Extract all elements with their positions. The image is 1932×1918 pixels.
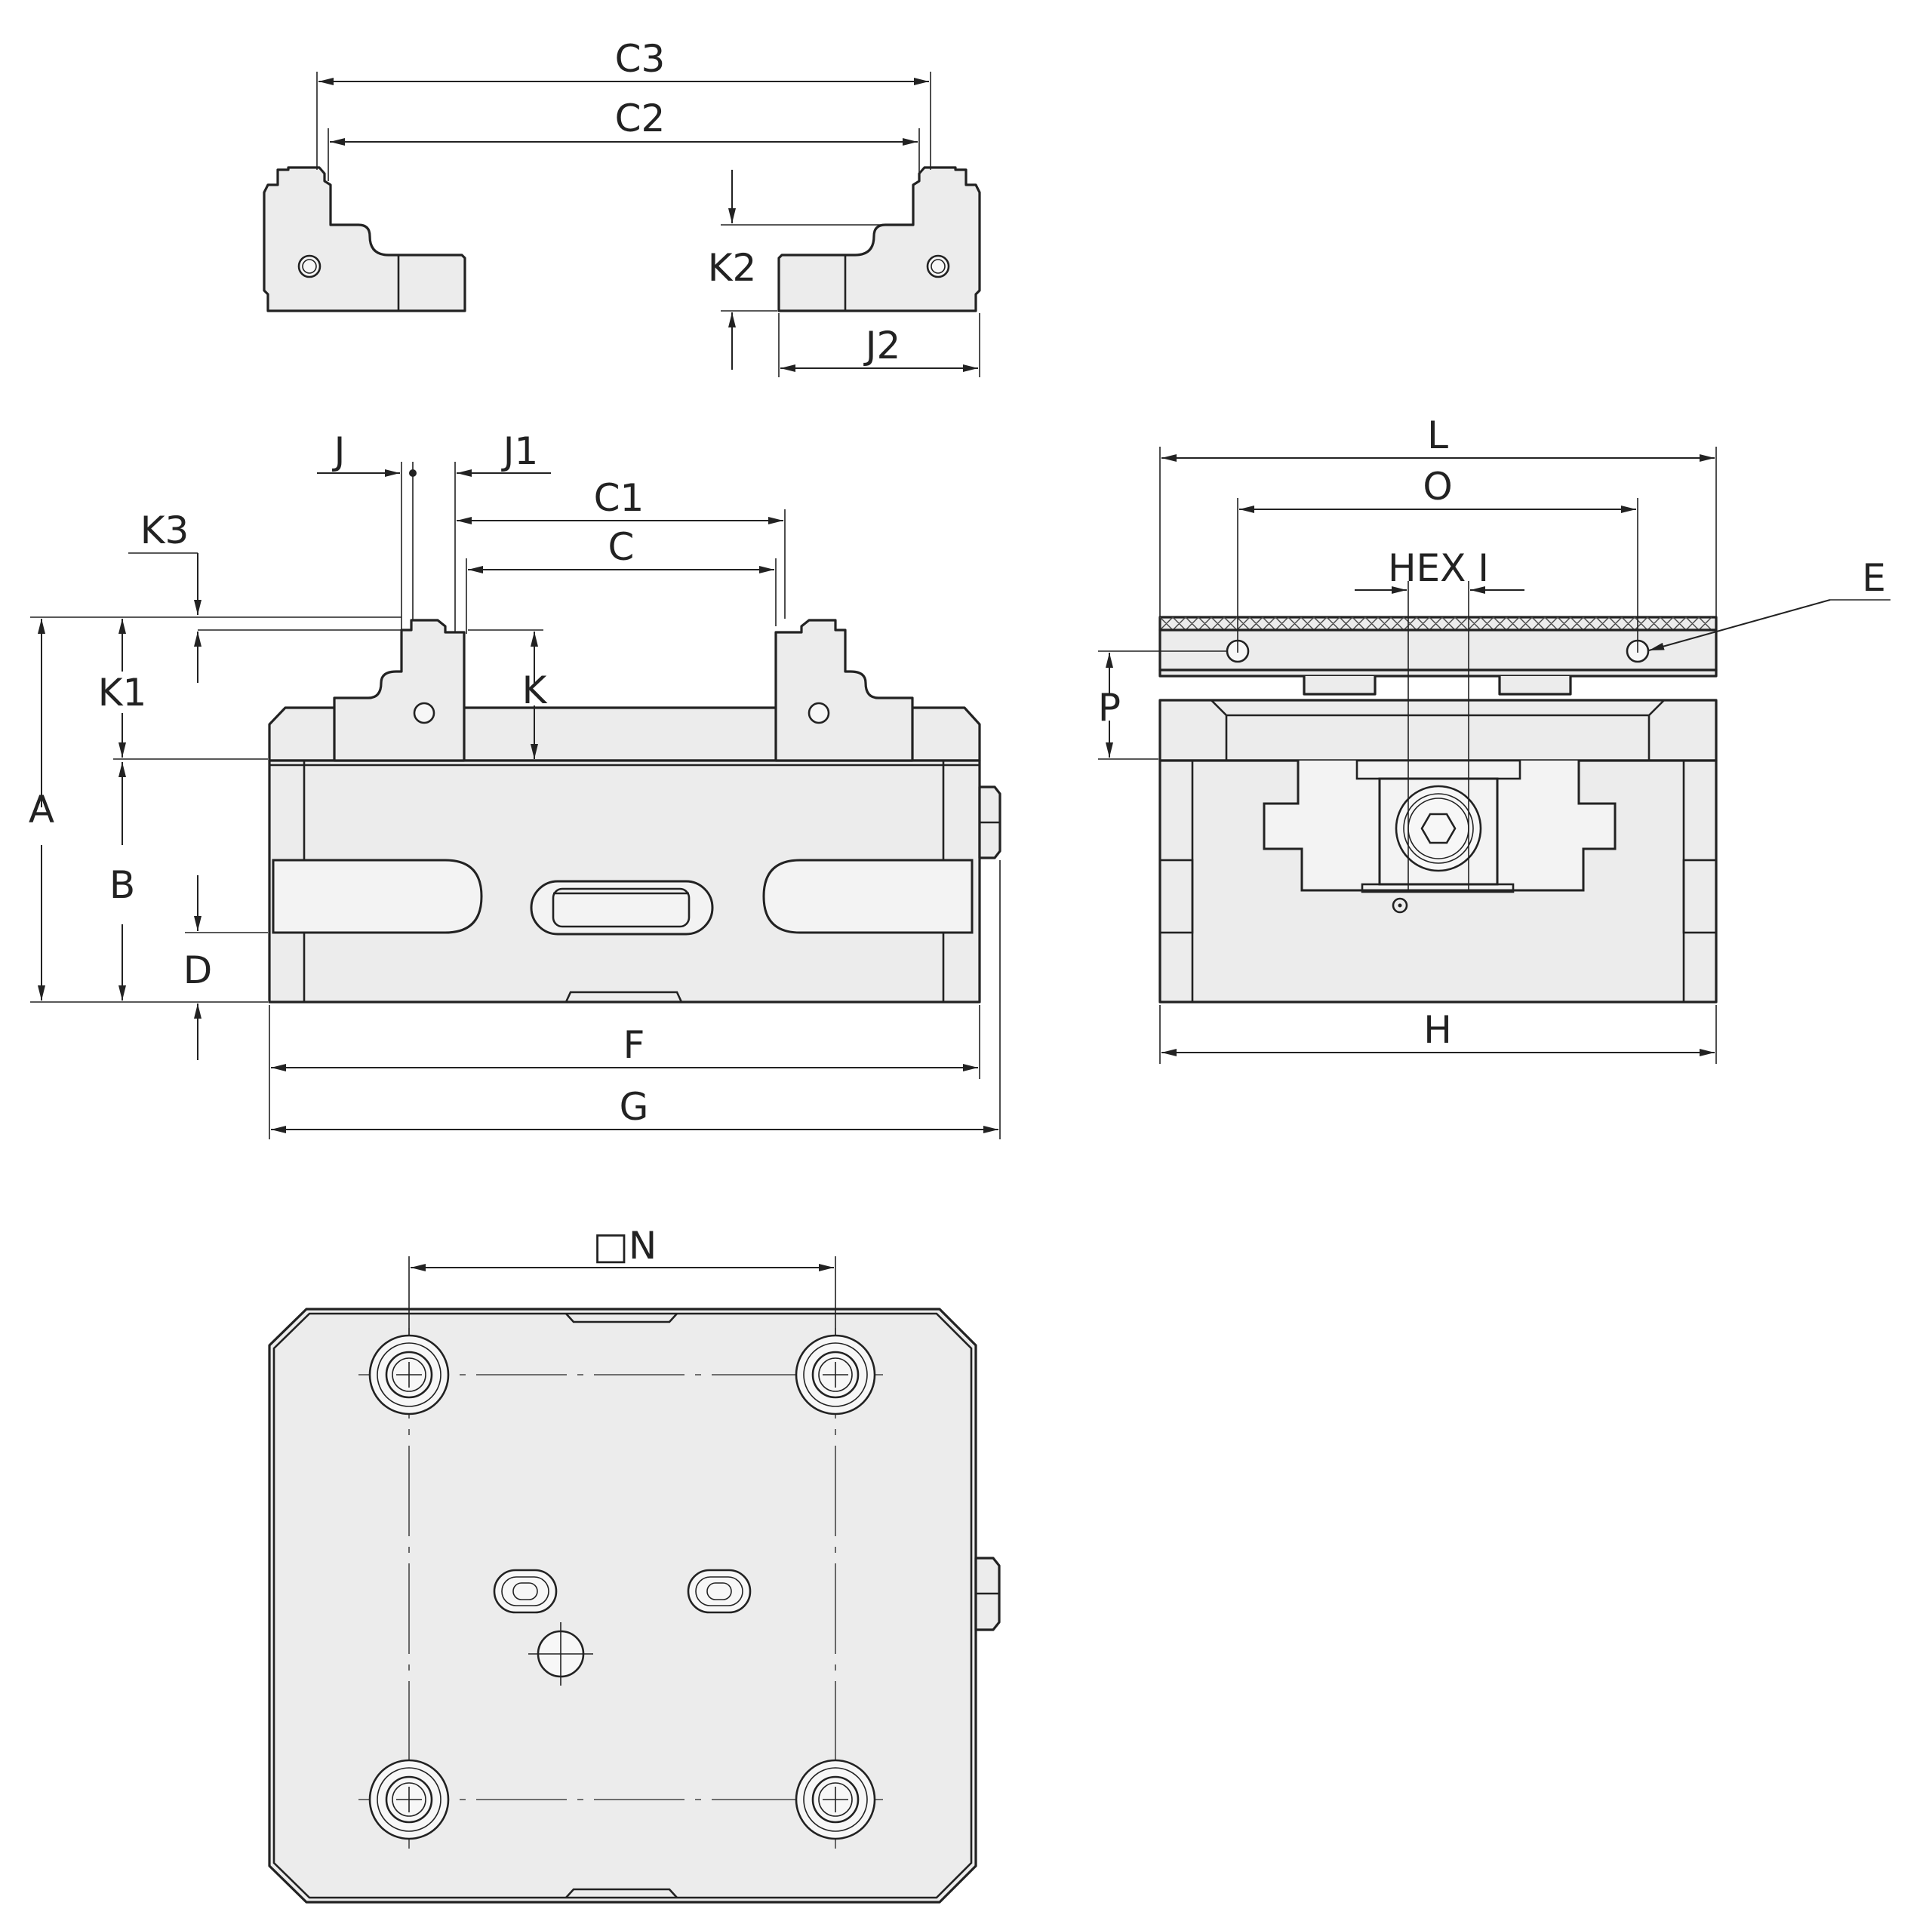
- dimension-o: O: [1237, 465, 1638, 653]
- label-hex: HEX I: [1388, 546, 1489, 590]
- label-k: K: [522, 669, 548, 712]
- label-c2: C2: [615, 97, 666, 140]
- label-k3: K3: [140, 509, 189, 552]
- jaw-left-detail: [263, 166, 466, 312]
- label-c3: C3: [615, 37, 666, 81]
- label-j: J: [332, 429, 346, 473]
- vise-bottom-view: [268, 1308, 1001, 1904]
- label-h: H: [1423, 1008, 1452, 1052]
- label-g: G: [620, 1085, 649, 1129]
- label-l: L: [1427, 413, 1448, 457]
- dimension-j2: J2: [778, 313, 980, 377]
- locating-hole: [528, 1622, 593, 1686]
- label-a: A: [29, 788, 54, 831]
- dimension-p: P: [1098, 650, 1227, 760]
- dimension-g: G: [271, 860, 1001, 1139]
- dimension-k: K: [468, 629, 548, 759]
- oblong-slot-left: [493, 1569, 558, 1614]
- oblong-slot-right: [687, 1569, 752, 1614]
- label-c: C: [608, 525, 635, 569]
- dimension-f: F: [269, 1005, 980, 1139]
- dimension-k2: K2: [708, 170, 887, 370]
- label-k2: K2: [708, 246, 757, 290]
- dimension-e: E: [1648, 556, 1890, 651]
- dimension-hex: HEX I: [1355, 546, 1524, 890]
- label-f: F: [623, 1023, 645, 1067]
- dimension-c3: C3: [316, 37, 931, 170]
- label-c1: C1: [594, 476, 645, 520]
- jaw-right-detail: [777, 166, 981, 312]
- vise-side-view: [1158, 616, 1718, 1004]
- dimension-c1: C1: [457, 476, 786, 619]
- dimension-k3: K3: [128, 509, 401, 683]
- label-e: E: [1862, 556, 1886, 600]
- dimension-n: □N: [408, 1224, 836, 1336]
- dimension-l: L: [1159, 413, 1717, 617]
- label-p: P: [1098, 686, 1121, 730]
- bolt-hole-bl: [368, 1759, 450, 1840]
- label-k1: K1: [98, 671, 147, 715]
- dimension-d: D: [183, 875, 268, 1060]
- dimension-b: B: [109, 762, 135, 1000]
- dimension-k1: K1: [98, 619, 268, 760]
- bolt-hole-tl: [368, 1334, 450, 1415]
- label-d: D: [183, 948, 213, 992]
- label-j2: J2: [863, 324, 901, 367]
- bolt-hole-br: [795, 1759, 876, 1840]
- dimension-a: A: [29, 616, 401, 1003]
- bolt-hole-tr: [795, 1334, 876, 1415]
- label-j1: J1: [501, 429, 539, 473]
- dimension-c2: C2: [328, 97, 920, 181]
- label-b: B: [109, 863, 135, 907]
- label-o: O: [1423, 465, 1452, 509]
- label-n: □N: [593, 1224, 657, 1268]
- dimension-j-j1: J J1: [317, 429, 551, 632]
- dimension-h: H: [1159, 1005, 1717, 1064]
- dimension-c: C: [466, 525, 777, 634]
- vise-front-view: [268, 619, 1001, 1004]
